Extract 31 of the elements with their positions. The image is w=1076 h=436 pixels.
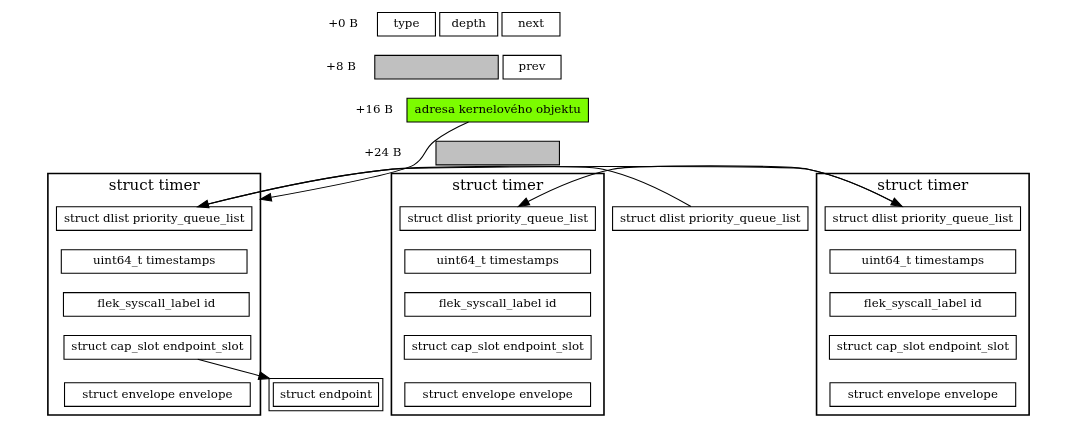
node-box: struct dlist priority_queue_list	[398, 206, 596, 231]
node-box	[373, 54, 499, 80]
node-box: struct dlist priority_queue_list	[55, 206, 252, 231]
node-box: flek_syscall_label id	[828, 292, 1016, 317]
node-box: struct endpoint	[268, 377, 383, 412]
label: +8 B	[325, 59, 356, 74]
node-box	[434, 140, 560, 166]
node-box: type	[376, 11, 436, 37]
node-box: flek_syscall_label id	[403, 292, 591, 317]
node-box: struct dlist priority_queue_list	[611, 206, 808, 231]
node-box: next	[500, 11, 560, 37]
arrow	[195, 165, 692, 209]
node-box: struct dlist priority_queue_list	[824, 206, 1021, 231]
node-box: adresa kernelového objektu	[405, 97, 589, 123]
node-box: prev	[502, 54, 562, 80]
arrow	[258, 121, 469, 202]
node-box: depth	[438, 11, 498, 37]
node-box: flek_syscall_label id	[62, 292, 250, 317]
node-box: uint64_t timestamps	[828, 249, 1016, 274]
node-box: struct cap_slot endpoint_slot	[62, 335, 251, 360]
node-box: uint64_t timestamps	[60, 249, 248, 274]
node-box: struct envelope envelope	[63, 382, 251, 407]
label: +16 B	[355, 102, 393, 117]
node-box: uint64_t timestamps	[403, 249, 591, 274]
node-box: struct envelope envelope	[403, 382, 591, 407]
node-box: struct envelope envelope	[828, 382, 1016, 407]
node-box: struct cap_slot endpoint_slot	[828, 335, 1017, 360]
node-box: struct cap_slot endpoint_slot	[403, 335, 592, 360]
arrow	[196, 358, 271, 380]
label: +24 B	[363, 145, 401, 160]
label: +0 B	[327, 16, 358, 31]
